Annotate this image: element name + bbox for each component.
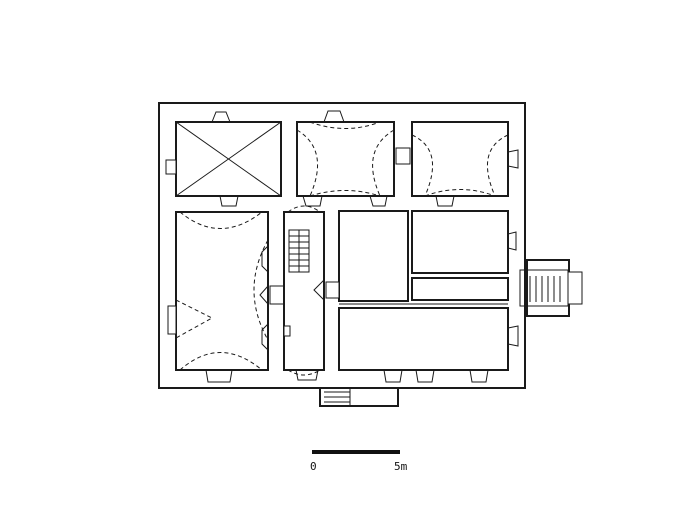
room-bottom-right-large <box>338 303 509 371</box>
window-niche-left-1 <box>165 159 177 175</box>
scale-bar-start-label: 0 <box>310 460 317 473</box>
room-top-left-cross-vault <box>175 121 282 197</box>
room-left-large-vaulted <box>175 211 269 371</box>
room-top-right-vaulted <box>411 121 509 197</box>
window-niche-left-2 <box>167 305 177 335</box>
east-porch-staircase <box>519 259 583 317</box>
window-niche-bottom-1 <box>205 369 233 383</box>
door-niche-room2-bottom <box>302 195 388 207</box>
window-niches-bottom-right <box>383 369 489 383</box>
door-between-room2-room3 <box>395 147 411 165</box>
window-niche-top-1 <box>211 111 231 123</box>
scale-bar-line <box>312 450 400 454</box>
door-center-left <box>325 281 340 299</box>
spiral-staircase <box>288 229 310 273</box>
door-niche-room4-right <box>259 245 269 351</box>
window-niche-top-2 <box>323 110 345 123</box>
window-niche-right-3 <box>507 325 519 347</box>
corridor-bottom-niche <box>295 369 319 381</box>
door-between-room4-corridor <box>269 285 285 305</box>
passage-room-right <box>411 277 509 301</box>
corridor-small-niche <box>283 325 291 337</box>
door-niche-room1-bottom <box>219 195 239 207</box>
door-niche-room3-bottom <box>435 195 455 207</box>
outer-wall <box>158 102 526 389</box>
scale-bar-end-label: 5m <box>394 460 408 473</box>
corridor-arrow-niche <box>313 279 325 301</box>
room-upper-right <box>411 210 509 274</box>
south-entrance-steps <box>319 387 399 407</box>
window-niche-right-1 <box>507 149 519 169</box>
scale-bar: 0 5m <box>310 450 408 473</box>
room-center <box>338 210 409 302</box>
window-niche-right-2 <box>507 231 517 251</box>
room-top-middle-vaulted <box>296 121 395 197</box>
